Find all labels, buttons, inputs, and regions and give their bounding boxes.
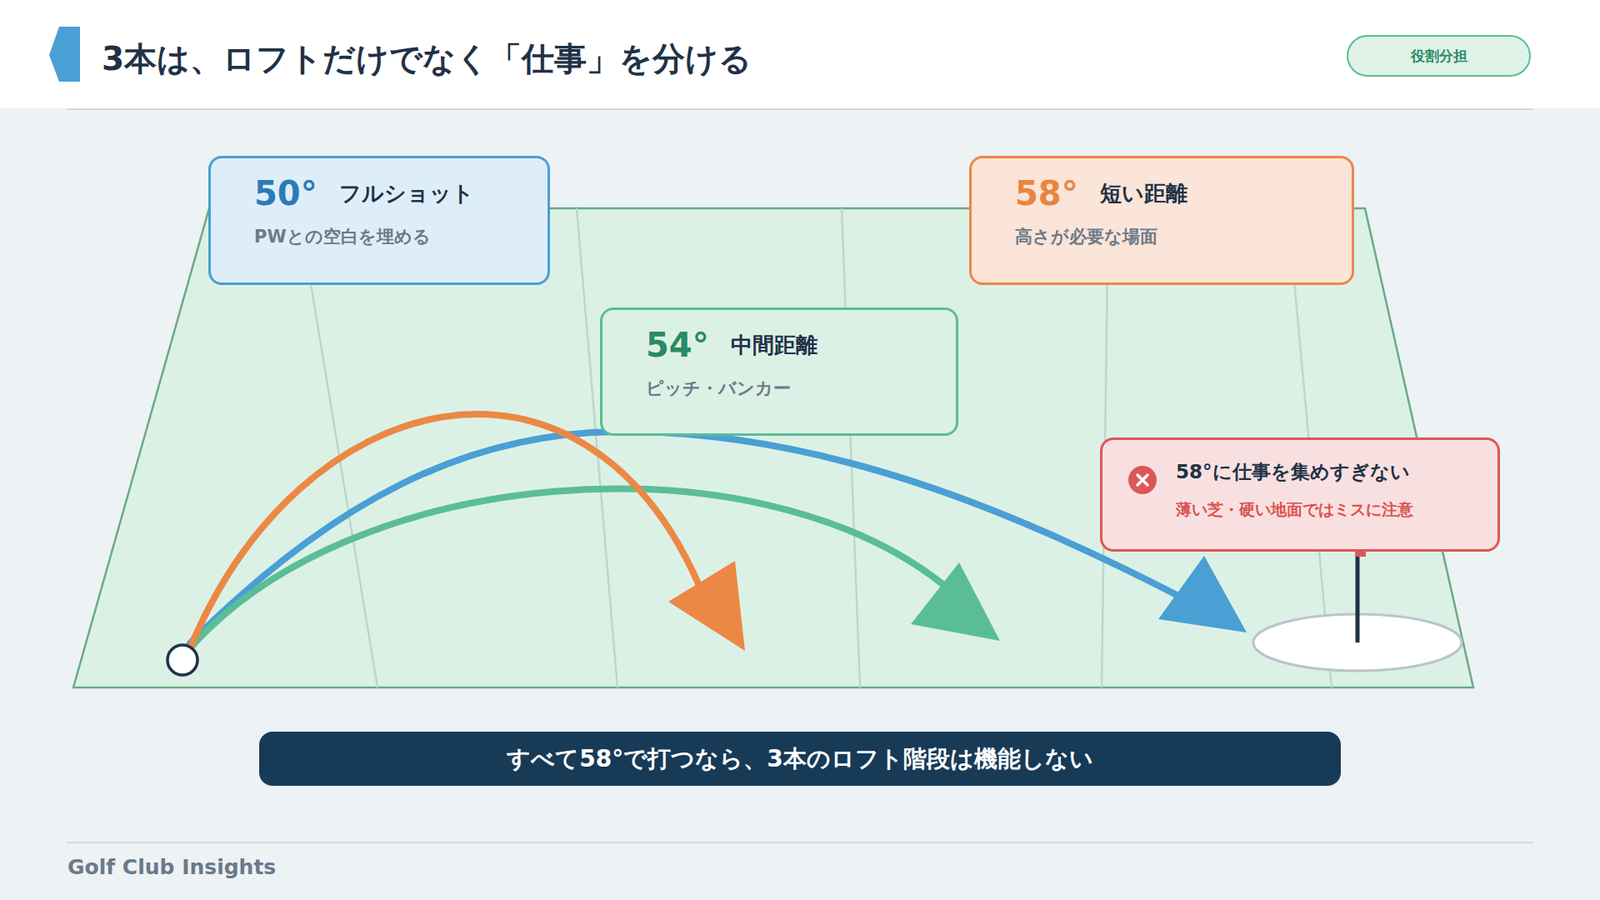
club-card: 58° 短い距離高さが必要な場面 (969, 155, 1355, 285)
golf-ball (167, 645, 198, 675)
trajectory-54 (190, 488, 942, 649)
warning-heading: 58°に仕事を集めすぎない (1175, 458, 1485, 485)
loft-angle: 58° (1015, 173, 1079, 214)
role-detail: PWとの空白を埋める (254, 225, 531, 250)
role-detail: ピッチ・バンカー (645, 376, 940, 401)
warning-detail: 薄い芝・硬い地面ではミスに注意 (1175, 498, 1485, 521)
role-detail: 高さが必要な場面 (1015, 225, 1335, 250)
summary-banner: すべて58°で打つなら、3本のロフト階段は機能しない (259, 731, 1341, 786)
flag (1355, 551, 1366, 557)
arrowhead-50 (1158, 555, 1247, 633)
club-card: 50° フルショット PWとの空白を埋める (208, 155, 550, 285)
header-rule (66, 108, 1534, 110)
arrowhead-58 (668, 560, 745, 651)
role-heading: フルショット (339, 178, 531, 209)
summary-text: すべて58°で打つなら、3本のロフト階段は機能しない (506, 743, 1093, 775)
footer-brand: Golf Club Insights (67, 855, 276, 880)
footer-rule (66, 841, 1534, 844)
arrowhead-54 (910, 562, 1000, 641)
trajectory-58 (190, 414, 700, 649)
tag-pill: 役割分担 (1346, 35, 1531, 77)
flag-pole (1355, 551, 1360, 643)
error-icon (1127, 465, 1158, 495)
loft-angle: 50° (254, 173, 318, 214)
slide-title: 3本は、ロフトだけでなく「仕事」を分ける (101, 36, 752, 82)
tag-text: 役割分担 (1410, 46, 1468, 66)
club-card: 54° 中間距離ピッチ・バンカー (600, 307, 959, 436)
loft-angle: 54° (645, 325, 710, 365)
header-tab (49, 26, 80, 82)
role-heading: 短い距離 (1100, 178, 1335, 209)
role-heading: 中間距離 (730, 330, 940, 360)
warning-box: 58°に仕事を集めすぎない薄い芝・硬い地面ではミスに注意 (1100, 437, 1500, 552)
